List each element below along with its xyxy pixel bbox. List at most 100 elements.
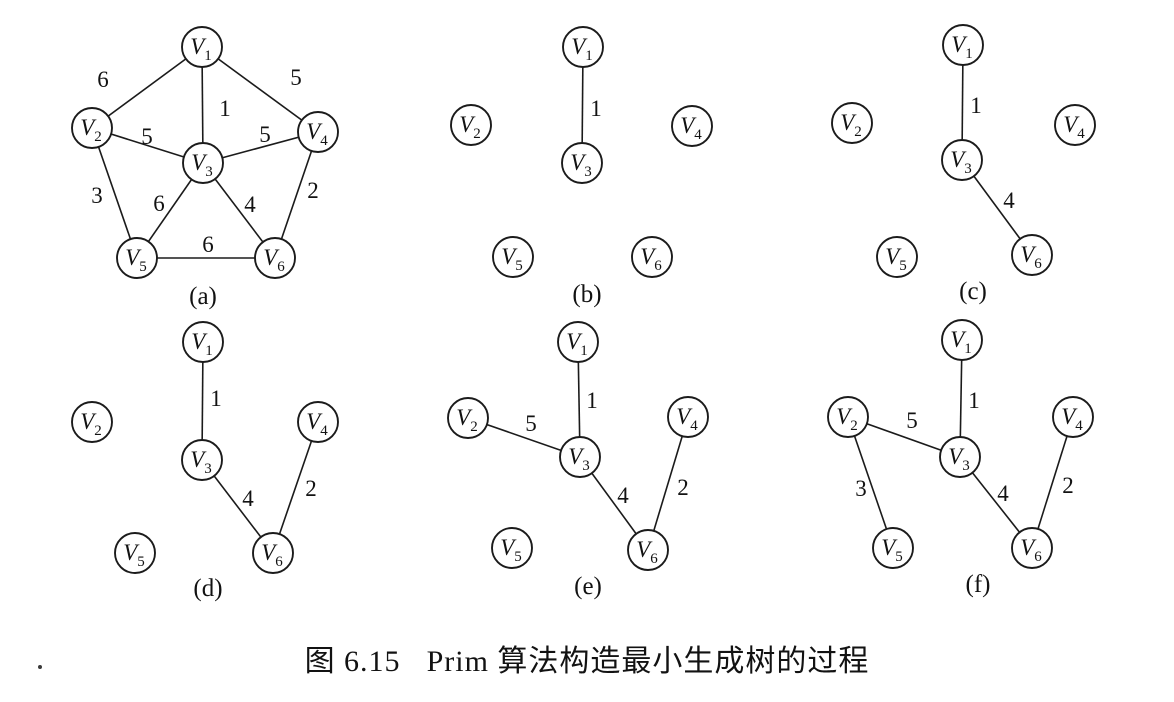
- edge-f-V2-V5: [847, 416, 894, 549]
- node-label-b-V3: V3: [570, 150, 592, 180]
- node-label-d-V2: V2: [80, 409, 102, 439]
- node-label-b-V4: V4: [680, 113, 702, 143]
- node-label-f-V4: V4: [1061, 404, 1083, 434]
- node-d-V3: [181, 439, 223, 481]
- node-label-c-V4: V4: [1063, 112, 1085, 142]
- edge-weight-a-V3-V5: 6: [153, 191, 165, 216]
- subfigure-label-c: (c): [959, 278, 987, 305]
- node-label-c-V2: V2: [840, 110, 862, 140]
- node-label-f-V3: V3: [948, 444, 970, 474]
- edge-weight-e-V4-V6: 2: [677, 475, 689, 500]
- node-label-e-V1: V1: [566, 329, 588, 359]
- node-f-V6: [1011, 527, 1053, 569]
- edge-weight-a-V4-V6: 2: [307, 178, 319, 203]
- node-label-e-V4: V4: [676, 404, 698, 434]
- subfigure-label-e: (e): [574, 573, 602, 600]
- node-d-V5: [114, 532, 156, 574]
- edge-weight-e-V1-V3: 1: [586, 388, 598, 413]
- node-label-f-V5: V5: [881, 535, 903, 565]
- edge-e-V4-V6: [647, 416, 689, 551]
- edge-weight-b-V1-V3: 1: [590, 96, 602, 121]
- subfigure-label-d: (d): [193, 575, 222, 602]
- node-label-a-V5: V5: [125, 245, 147, 275]
- edge-weight-a-V1-V3: 1: [219, 96, 231, 121]
- edge-weight-a-V5-V6: 6: [202, 232, 214, 257]
- node-label-a-V2: V2: [80, 115, 102, 145]
- node-label-a-V1: V1: [190, 34, 212, 64]
- node-b-V2: [450, 104, 492, 146]
- subfigure-label-a: (a): [189, 283, 217, 310]
- node-label-f-V2: V2: [836, 404, 858, 434]
- edge-weight-d-V4-V6: 2: [305, 476, 317, 501]
- edge-weight-a-V1-V4: 5: [290, 65, 302, 90]
- node-e-V5: [491, 527, 533, 569]
- edge-weight-e-V2-V3: 5: [525, 411, 537, 436]
- node-label-b-V5: V5: [501, 244, 523, 274]
- node-a-V3: [182, 142, 224, 184]
- edge-weight-f-V2-V5: 3: [855, 476, 867, 501]
- edge-d-V4-V6: [272, 421, 319, 554]
- edge-weight-f-V1-V3: 1: [968, 388, 980, 413]
- edge-a-V2-V5: [91, 127, 138, 259]
- node-b-V4: [671, 105, 713, 147]
- edge-a-V1-V4: [201, 46, 319, 133]
- node-label-e-V2: V2: [456, 405, 478, 435]
- node-b-V6: [631, 236, 673, 278]
- node-label-f-V1: V1: [950, 327, 972, 357]
- node-c-V6: [1011, 234, 1053, 276]
- node-f-V1: [941, 319, 983, 361]
- node-label-c-V1: V1: [951, 32, 973, 62]
- edge-weight-d-V3-V6: 4: [242, 486, 254, 511]
- node-label-a-V3: V3: [191, 150, 213, 180]
- node-a-V6: [254, 237, 296, 279]
- node-c-V3: [941, 139, 983, 181]
- node-c-V1: [942, 24, 984, 66]
- node-label-d-V5: V5: [123, 540, 145, 570]
- edge-weight-a-V3-V4: 5: [259, 122, 271, 147]
- node-b-V5: [492, 236, 534, 278]
- node-e-V3: [559, 436, 601, 478]
- node-e-V1: [557, 321, 599, 363]
- node-label-a-V4: V4: [306, 119, 328, 149]
- edge-weight-e-V3-V6: 4: [617, 483, 629, 508]
- node-label-e-V6: V6: [636, 537, 658, 567]
- edge-weight-a-V3-V6: 4: [244, 192, 256, 217]
- node-f-V3: [939, 436, 981, 478]
- node-b-V3: [561, 142, 603, 184]
- node-d-V4: [297, 401, 339, 443]
- node-d-V6: [252, 532, 294, 574]
- node-e-V4: [667, 396, 709, 438]
- node-a-V5: [116, 237, 158, 279]
- edge-weight-d-V1-V3: 1: [210, 386, 222, 411]
- edge-weight-c-V3-V6: 4: [1003, 188, 1015, 213]
- node-d-V1: [182, 321, 224, 363]
- edge-weight-f-V4-V6: 2: [1062, 473, 1074, 498]
- subfigure-label-f: (f): [966, 571, 991, 598]
- edge-weight-f-V3-V6: 4: [997, 481, 1009, 506]
- node-label-d-V4: V4: [306, 409, 328, 439]
- edge-weight-c-V1-V3: 1: [970, 93, 982, 118]
- node-f-V5: [872, 527, 914, 569]
- node-e-V2: [447, 397, 489, 439]
- node-label-b-V1: V1: [571, 34, 593, 64]
- node-label-b-V6: V6: [640, 244, 662, 274]
- edge-weight-f-V2-V3: 5: [906, 408, 918, 433]
- node-label-d-V1: V1: [191, 329, 213, 359]
- stray-dot-mark: [38, 665, 42, 669]
- edge-a-V1-V2: [91, 46, 203, 129]
- edge-a-V4-V6: [274, 131, 319, 259]
- edge-f-V4-V6: [1031, 416, 1074, 549]
- node-label-e-V5: V5: [500, 535, 522, 565]
- node-c-V2: [831, 102, 873, 144]
- figure-number: 图 6.15: [304, 645, 401, 678]
- node-d-V2: [71, 401, 113, 443]
- node-a-V1: [181, 26, 223, 68]
- node-c-V5: [876, 236, 918, 278]
- edge-weight-a-V1-V2: 6: [97, 67, 109, 92]
- node-label-d-V3: V3: [190, 447, 212, 477]
